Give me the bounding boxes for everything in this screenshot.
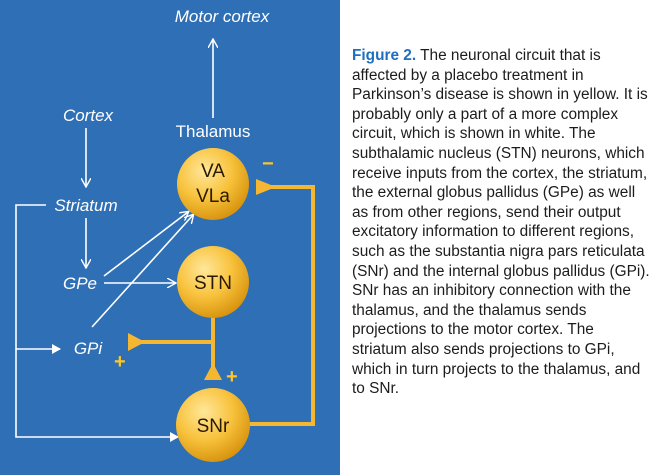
node-label-snr: SNr <box>197 416 230 437</box>
gpi-to-thalamus-arrow <box>91 215 193 328</box>
inhibitory-minus-sign: − <box>262 153 274 175</box>
gpi-plus-sign: + <box>114 351 126 373</box>
striatum-to-snr-path <box>15 349 179 442</box>
label-gpe: GPe <box>63 274 97 293</box>
snr-excitatory-terminal <box>204 363 222 380</box>
striatum-to-gpi-path <box>15 204 61 354</box>
caption-body: The neuronal circuit that is affected by… <box>352 47 650 398</box>
stn-node <box>177 246 249 318</box>
thalamus-node <box>177 148 249 220</box>
label-cortex: Cortex <box>63 106 114 125</box>
snr-plus-sign: + <box>226 366 238 388</box>
label-thalamus: Thalamus <box>176 122 251 141</box>
snr-to-thalamus-inhibitory-path <box>243 185 315 426</box>
label-gpi: GPi <box>74 339 104 358</box>
diagram-panel <box>0 0 340 475</box>
node-label-stn: STN <box>194 273 232 294</box>
gpi-excitatory-terminal <box>128 333 145 351</box>
node-label-va: VA <box>201 161 225 182</box>
figure-caption: Figure 2. The neuronal circuit that is a… <box>352 46 652 399</box>
label-striatum: Striatum <box>54 196 117 215</box>
caption-lead: Figure 2. <box>352 47 417 64</box>
node-label-vla: VLa <box>196 186 230 207</box>
circuit-diagram: VA VLa STN SNr Motor cortex Thalamus Cor… <box>15 7 315 462</box>
inhibitory-terminal <box>256 179 276 195</box>
label-motor-cortex: Motor cortex <box>175 7 270 26</box>
snr-node <box>176 388 250 462</box>
gpe-to-thalamus-arrow <box>103 212 188 277</box>
